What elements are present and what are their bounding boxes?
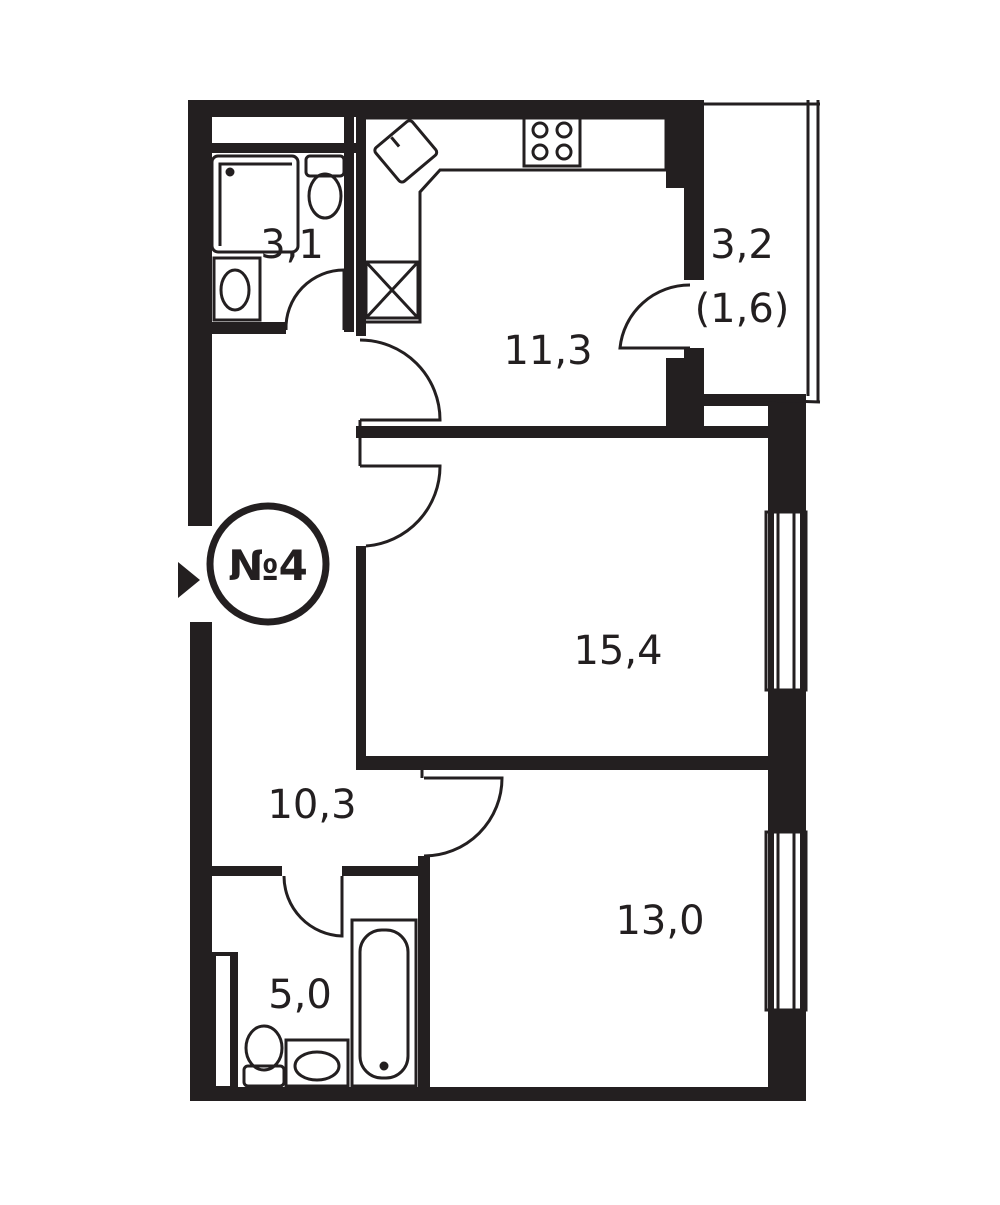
stove (522, 116, 582, 168)
bath-bottom-top-wall-a (200, 866, 282, 876)
living-bedroom-partition (356, 756, 776, 770)
apartment-number: №4 (228, 541, 308, 590)
area-balcony-reduced: (1,6) (695, 286, 790, 332)
top-wall (188, 100, 704, 117)
kitchen-living-partition (356, 426, 776, 438)
burner-1 (531, 121, 549, 139)
sink-top (212, 256, 262, 322)
bath-bottom-top-wall-b (342, 866, 428, 876)
living-window (764, 510, 808, 692)
toilet-top-bowl (307, 172, 343, 220)
area-bedroom: 13,0 (615, 898, 704, 944)
area-balcony: 3,2 (710, 222, 774, 268)
bath-right-partition (344, 100, 354, 332)
fixtures (210, 116, 668, 1088)
area-kitchen: 11,3 (503, 328, 592, 374)
entrance-arrow-icon (178, 562, 200, 598)
shower-inner (218, 162, 292, 246)
sink-top-basin (219, 268, 251, 312)
door-living[interactable] (360, 464, 442, 548)
door-balcony[interactable] (618, 283, 691, 350)
bath-top-partition (200, 143, 358, 153)
kitchen-left-partition (356, 100, 366, 336)
bath-bottom-wall (200, 322, 286, 334)
bath-notch-inner (216, 956, 230, 1086)
sink-bottom-basin (293, 1050, 341, 1082)
balcony-bottom-rail (703, 396, 821, 404)
door-kitchen[interactable] (359, 338, 442, 422)
bedroom-left-wall (418, 856, 430, 1096)
bathtub-drain (379, 1061, 389, 1071)
burner-4 (555, 143, 573, 161)
fridge (364, 260, 420, 320)
sink-bottom (284, 1038, 350, 1088)
door-bath-bottom[interactable] (282, 875, 344, 938)
door-bath-top[interactable] (284, 268, 346, 331)
kitchen-counter (366, 116, 668, 324)
fridge-x-2 (364, 260, 420, 320)
area-bathroom-bottom: 5,0 (268, 972, 332, 1018)
living-left-wall (356, 546, 366, 760)
burner-2 (555, 121, 573, 139)
windows (703, 100, 821, 1012)
kitchen-balcony-wall-upper (684, 180, 704, 280)
kitchen-sink (373, 119, 439, 184)
burner-3 (531, 143, 549, 161)
pier-upper (666, 100, 704, 188)
shower-tray (210, 154, 300, 254)
toilet-bottom-tank (242, 1064, 286, 1088)
bathtub-inner (358, 928, 410, 1080)
shower-drain (225, 167, 235, 177)
doors (282, 268, 691, 938)
area-hallway: 10,3 (267, 782, 356, 828)
toilet-bottom-bowl (244, 1024, 284, 1072)
bedroom-window (764, 830, 808, 1012)
left-wall-upper (188, 100, 212, 526)
door-bedroom[interactable] (423, 776, 504, 858)
bathtub (350, 918, 418, 1088)
area-living-room: 15,4 (573, 628, 662, 674)
area-bathroom-top: 3,1 (260, 222, 324, 268)
bottom-wall (190, 1087, 806, 1101)
apartment-number-badge (206, 502, 330, 626)
left-wall-lower (190, 622, 212, 1100)
toilet-top-tank (304, 154, 346, 178)
